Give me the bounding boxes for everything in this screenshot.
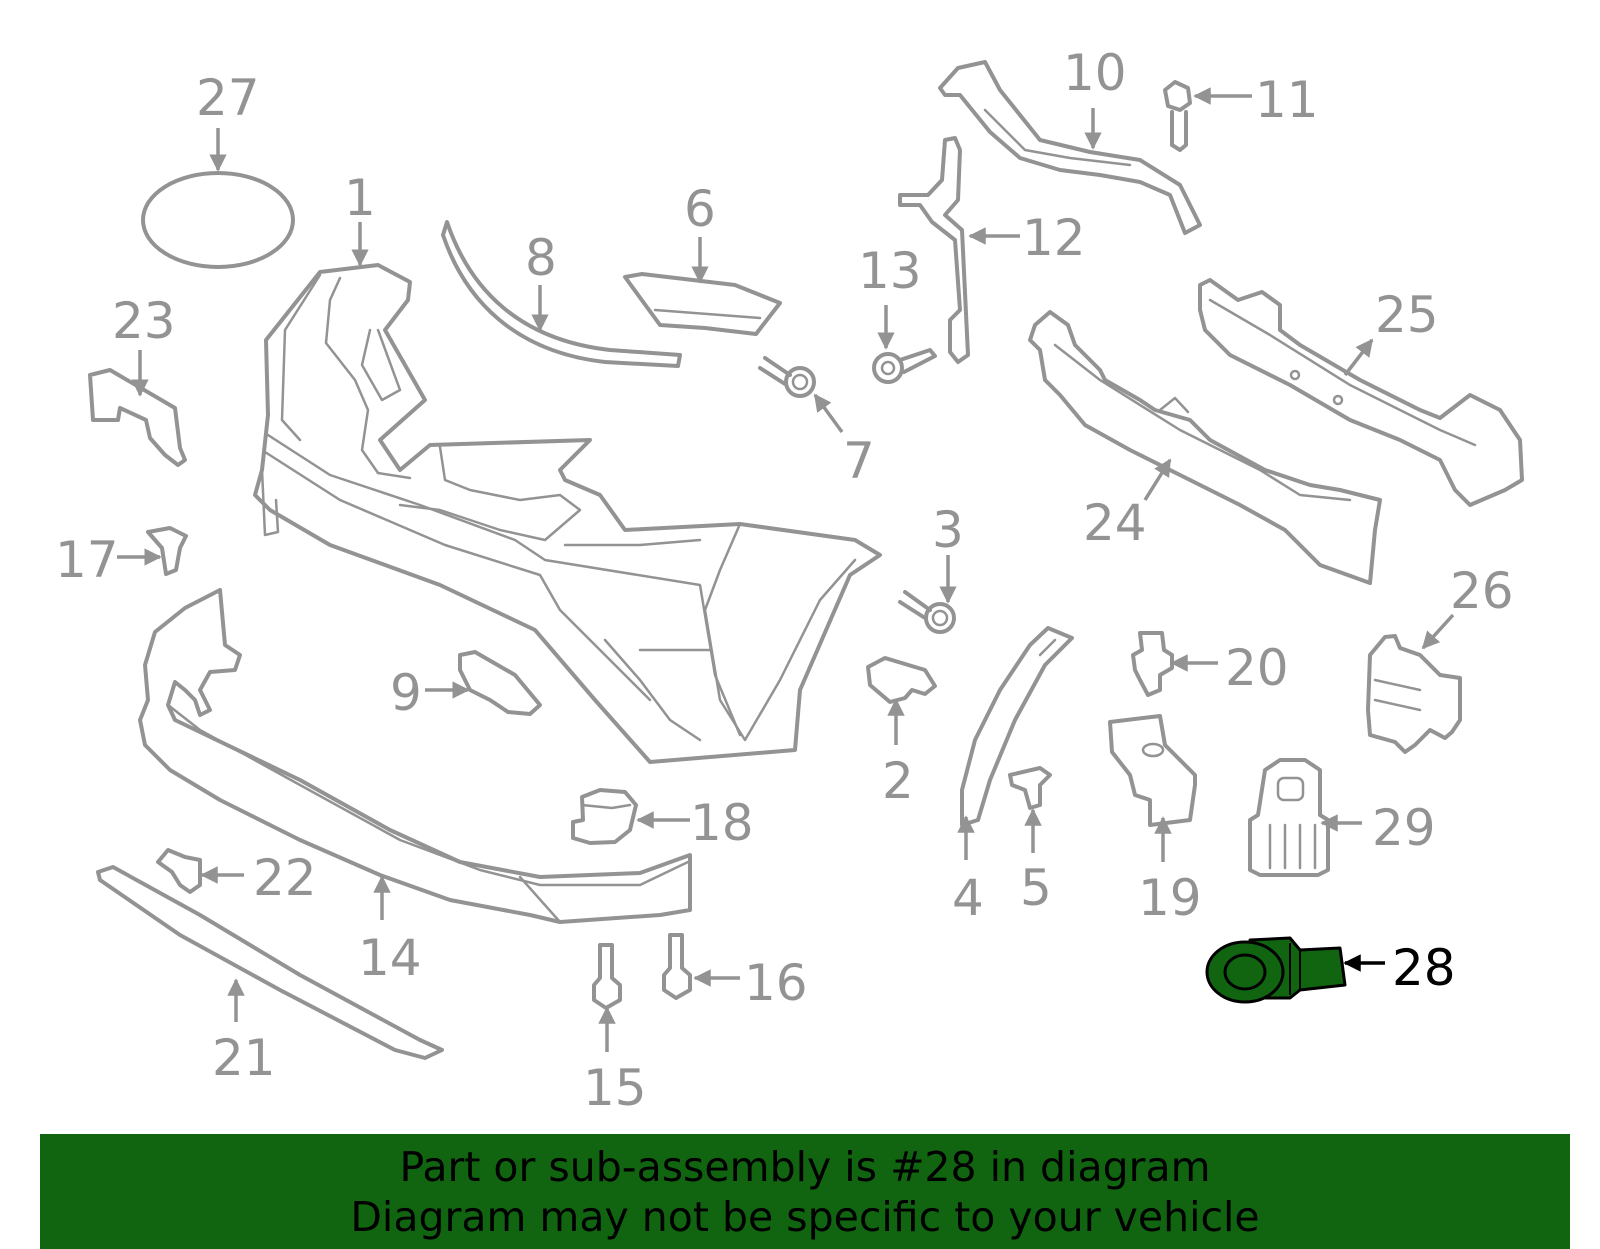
part-14-spoiler[interactable] xyxy=(138,588,692,924)
part-23-bracket[interactable] xyxy=(88,368,187,467)
part-27-emblem[interactable] xyxy=(141,171,295,269)
part-18-clip[interactable] xyxy=(571,788,638,845)
banner-line-1: Part or sub-assembly is #28 in diagram xyxy=(399,1142,1211,1191)
callout-labels: 27 1 8 6 7 10 11 12 13 23 17 24 25 3 2 9… xyxy=(55,44,1514,1117)
callout-20: 20 xyxy=(1225,639,1289,697)
callout-5: 5 xyxy=(1020,859,1052,917)
part-2-retainer[interactable] xyxy=(866,656,937,704)
callout-25: 25 xyxy=(1375,286,1439,344)
part-10-upper-bracket[interactable] xyxy=(938,60,1202,235)
part-4-strip[interactable] xyxy=(960,626,1074,827)
part-20-clip[interactable] xyxy=(1131,631,1174,697)
callout-17: 17 xyxy=(55,531,119,589)
callout-18: 18 xyxy=(690,794,754,852)
callout-16: 16 xyxy=(744,954,808,1012)
part-8-molding[interactable] xyxy=(441,220,682,368)
callout-13: 13 xyxy=(858,242,922,300)
part-1-bumper-cover[interactable] xyxy=(253,263,882,764)
part-6-bracket[interactable] xyxy=(623,272,782,336)
part-7-screw[interactable] xyxy=(758,356,816,398)
callout-27: 27 xyxy=(196,69,260,127)
part-3-screw[interactable] xyxy=(898,590,956,634)
callout-29: 29 xyxy=(1372,799,1436,857)
callout-23: 23 xyxy=(112,292,176,350)
part-11-bolt[interactable] xyxy=(1163,80,1192,152)
banner-line-2: Diagram may not be specific to your vehi… xyxy=(350,1192,1260,1241)
callout-1: 1 xyxy=(344,169,376,227)
callout-6: 6 xyxy=(684,180,716,238)
callout-22: 22 xyxy=(253,849,317,907)
part-24-reinforcement[interactable] xyxy=(1028,310,1382,585)
leader-arrows xyxy=(117,87,1455,1052)
callout-2: 2 xyxy=(882,752,914,810)
part-13-bolt[interactable] xyxy=(872,348,937,384)
callout-15: 15 xyxy=(583,1059,647,1117)
part-5-clip[interactable] xyxy=(1008,766,1052,810)
part-9-reflector[interactable] xyxy=(458,650,542,716)
callout-21: 21 xyxy=(212,1029,276,1087)
part-29-clip[interactable] xyxy=(1248,758,1330,877)
part-21-lower-molding[interactable] xyxy=(96,865,444,1060)
part-17-clip[interactable] xyxy=(146,526,188,576)
part-15-bolt[interactable] xyxy=(592,943,622,1010)
callout-14: 14 xyxy=(358,929,422,987)
part-25-absorber[interactable] xyxy=(1198,278,1524,507)
callout-24: 24 xyxy=(1083,494,1147,552)
callout-7: 7 xyxy=(843,432,875,490)
part-28-parking-sensor[interactable] xyxy=(1205,936,1347,1004)
info-banner: Part or sub-assembly is #28 in diagram D… xyxy=(40,1134,1570,1249)
callout-12: 12 xyxy=(1022,209,1086,267)
part-19-bracket[interactable] xyxy=(1108,714,1197,827)
part-26-bracket[interactable] xyxy=(1366,634,1462,754)
part-16-bolt[interactable] xyxy=(662,933,692,1000)
part-12-support[interactable] xyxy=(898,136,970,364)
callout-3: 3 xyxy=(932,501,964,559)
callout-9: 9 xyxy=(390,664,422,722)
callout-8: 8 xyxy=(525,229,557,287)
part-22-clip[interactable] xyxy=(156,848,202,894)
callout-19: 19 xyxy=(1138,869,1202,927)
callout-11: 11 xyxy=(1255,71,1319,129)
callout-28: 28 xyxy=(1392,939,1456,997)
callout-10: 10 xyxy=(1063,44,1127,102)
callout-26: 26 xyxy=(1450,562,1514,620)
callout-4: 4 xyxy=(952,869,984,927)
